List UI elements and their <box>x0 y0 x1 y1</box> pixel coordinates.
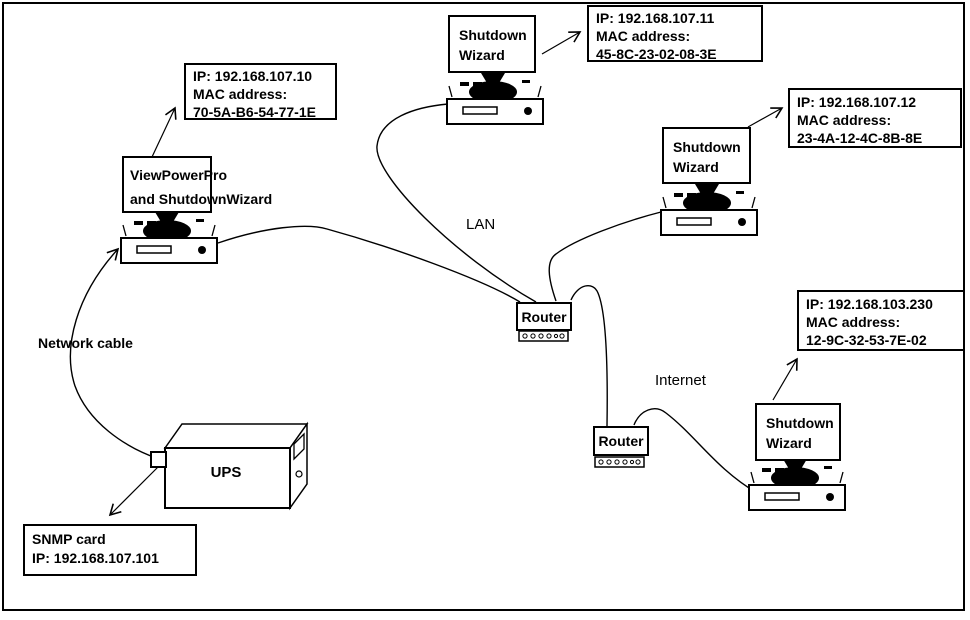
network-cable-label: Network cable <box>38 335 133 351</box>
mac-address: 12-9C-32-53-7E-02 <box>806 332 927 348</box>
pc-label-line2: and ShutdownWizard <box>130 191 273 207</box>
shutdown-right-info-box: IP: 192.168.107.12 MAC address: 23-4A-12… <box>788 88 962 148</box>
pc-label-line1: ViewPowerPro <box>130 167 228 183</box>
viewpower-info-box: IP: 192.168.107.10 MAC address: 70-5A-B6… <box>184 63 337 120</box>
router-ports-icon <box>594 456 645 468</box>
snmp-card-info-box: SNMP card IP: 192.168.107.101 <box>23 524 197 576</box>
ip-address: IP: 192.168.107.11 <box>596 10 715 26</box>
mac-label: MAC address: <box>797 112 892 128</box>
viewpower-to-router-cable <box>217 225 521 303</box>
ups-icon <box>150 421 309 511</box>
router-to-router-cable <box>570 285 608 427</box>
ups-label: UPS <box>210 464 242 481</box>
shutdown-bottom-info-box: IP: 192.168.103.230 MAC address: 12-9C-3… <box>797 290 965 351</box>
ups-port-dot <box>295 470 303 478</box>
desktop-pc-icon <box>120 211 218 264</box>
mac-address: 23-4A-12-4C-8B-8E <box>797 130 923 146</box>
mac-address: 70-5A-B6-54-77-1E <box>193 104 316 120</box>
mac-label: MAC address: <box>806 314 901 330</box>
mac-label: MAC address: <box>596 28 691 44</box>
ip-address: IP: 192.168.107.101 <box>32 550 159 566</box>
pc-label-line1: Shutdown <box>766 415 834 431</box>
router-to-shutdown-right-cable <box>548 211 662 302</box>
shutdown-right-info-arrow <box>747 107 784 128</box>
snmp-card-title: SNMP card <box>32 531 106 547</box>
ip-address: IP: 192.168.103.230 <box>806 296 933 312</box>
lan-label: LAN <box>466 216 496 233</box>
viewpower-pc-monitor: ViewPowerPro and ShutdownWizard <box>122 156 273 213</box>
shutdown-pc-right-monitor: Shutdown Wizard <box>662 127 751 184</box>
shutdown-bottom-info-arrow <box>772 357 798 401</box>
pc-label-line1: Shutdown <box>673 139 741 155</box>
ups-vent <box>293 432 305 461</box>
shutdown-top-info-box: IP: 192.168.107.11 MAC address: 45-8C-23… <box>587 5 763 62</box>
desktop-pc-icon <box>660 183 758 236</box>
annotation-arrows <box>108 31 798 517</box>
pc-label-line1: Shutdown <box>459 27 527 43</box>
ip-address: IP: 192.168.107.10 <box>193 68 313 84</box>
snmp-card-arrow <box>108 465 160 517</box>
desktop-pc-icon <box>748 458 846 511</box>
lan-cable-line <box>376 103 537 303</box>
cables <box>69 103 758 494</box>
router-lan: Router <box>516 302 572 331</box>
snmp-card-port-icon <box>150 451 167 468</box>
mac-address: 45-8C-23-02-08-3E <box>596 46 717 62</box>
router-ports-icon <box>518 330 569 342</box>
router-internet: Router <box>593 426 649 456</box>
desktop-pc-icon <box>446 72 544 125</box>
pc-label-line2: Wizard <box>673 159 719 175</box>
shutdown-pc-bottom-monitor: Shutdown Wizard <box>755 403 841 461</box>
pc-label-line2: Wizard <box>766 435 812 451</box>
pc-label-line2: Wizard <box>459 47 505 63</box>
mac-label: MAC address: <box>193 86 288 102</box>
network-cable-line <box>69 247 160 460</box>
shutdown-top-info-arrow <box>541 31 582 55</box>
internet-label: Internet <box>655 372 706 389</box>
viewpower-info-arrow <box>151 106 177 158</box>
internet-cable-line <box>633 408 758 494</box>
ip-address: IP: 192.168.107.12 <box>797 94 917 110</box>
shutdown-pc-top-monitor: Shutdown Wizard <box>448 15 536 73</box>
